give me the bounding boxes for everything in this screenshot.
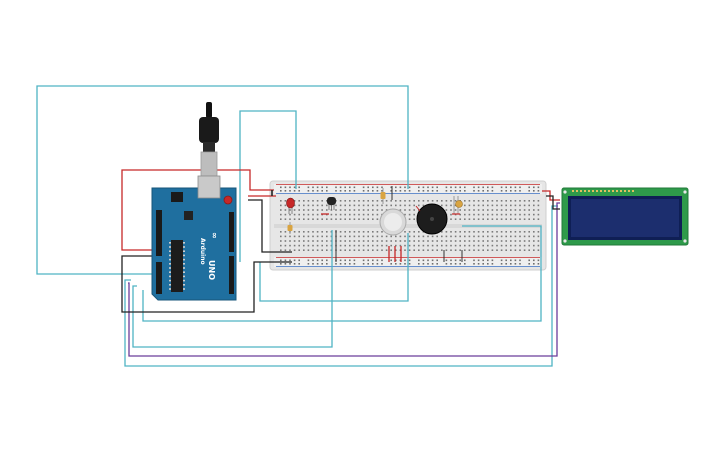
wire-gnd-1: [121, 255, 292, 313]
usb-port: [197, 175, 221, 199]
resistor[interactable]: [287, 222, 293, 234]
header-analog: [156, 262, 162, 294]
wire-outer-loop: [36, 85, 409, 275]
wire-lcd-black: [546, 195, 560, 210]
atmega-chip: [171, 240, 183, 292]
led[interactable]: [286, 197, 295, 214]
wires-purple: [128, 202, 560, 357]
breadboard-leads: [335, 186, 463, 262]
photoresistor[interactable]: [452, 196, 463, 215]
icsp-header: [184, 211, 193, 220]
power-jack: [171, 192, 183, 202]
chip-pins: [169, 242, 185, 290]
wire-bb-mid: [132, 230, 333, 348]
arduino-model-label: UNO: [207, 260, 216, 280]
header-digital-high: [229, 212, 234, 252]
reset-button[interactable]: [223, 195, 233, 205]
potentiometer[interactable]: [379, 208, 407, 236]
wire-top-loop: [239, 110, 297, 262]
wire-5v: [121, 169, 274, 251]
lcd-16x2[interactable]: [561, 187, 689, 246]
lcd-screen: [571, 199, 679, 237]
usb-cable: [199, 102, 219, 177]
resistor-top[interactable]: [380, 188, 386, 204]
piezo-buzzer[interactable]: [415, 203, 448, 235]
breadboard-holes: [280, 186, 540, 265]
wire-lcd-purple: [128, 202, 560, 357]
arduino-logo: ∞: [210, 232, 219, 239]
wire-lcd-long-2: [142, 225, 542, 322]
header-power: [156, 210, 162, 256]
arduino-brand-label: Arduino: [199, 238, 206, 265]
wires-black: [121, 190, 560, 313]
arduino-uno[interactable]: ∞ Arduino UNO: [151, 175, 237, 301]
wire-gnd-2: [248, 199, 292, 253]
jumpers-lower: [388, 246, 402, 262]
header-digital-low: [229, 256, 234, 294]
temperature-sensor[interactable]: [327, 197, 336, 210]
lcd-header-pins: [572, 190, 634, 192]
wire-bb-low: [259, 233, 409, 302]
